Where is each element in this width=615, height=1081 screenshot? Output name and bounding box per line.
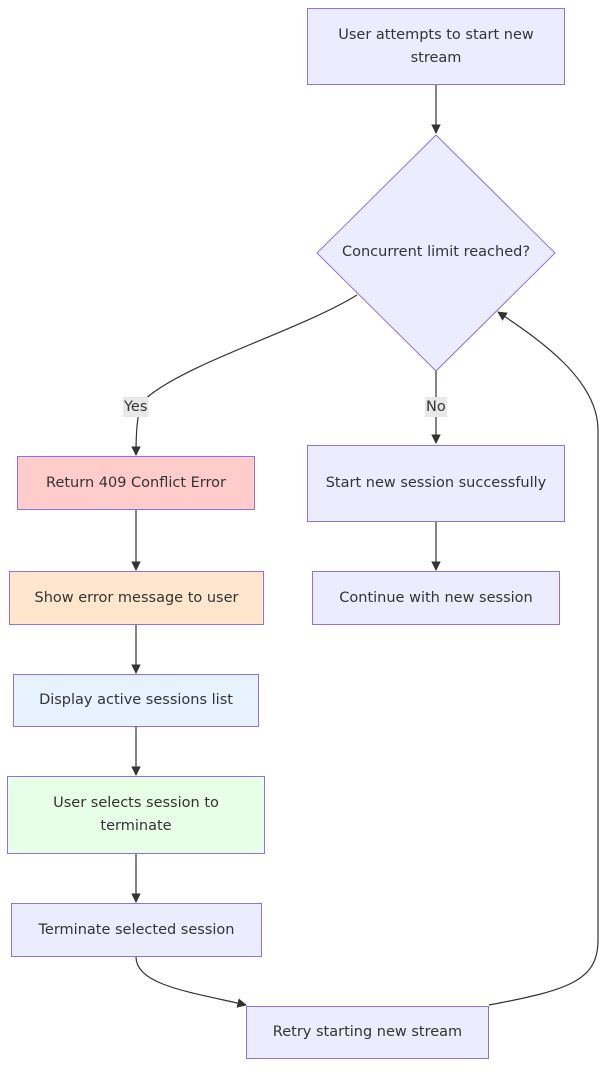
node-start: User attempts to start new stream	[307, 8, 565, 85]
node-continue: Continue with new session	[312, 571, 560, 625]
decision-label: Concurrent limit reached?	[336, 242, 536, 262]
node-show-error-label: Show error message to user	[34, 589, 239, 606]
node-conflict-error: Return 409 Conflict Error	[17, 456, 255, 510]
node-display-sessions-label: Display active sessions list	[39, 692, 233, 708]
node-start-success: Start new session successfully	[307, 445, 565, 522]
node-show-error: Show error message to user	[9, 571, 264, 625]
node-terminate: Terminate selected session	[11, 903, 262, 957]
node-select-session-label: User selects session to terminate	[53, 795, 219, 834]
node-start-success-label: Start new session successfully	[325, 475, 547, 491]
node-retry: Retry starting new stream	[246, 1006, 489, 1059]
node-start-label: User attempts to start new stream	[338, 26, 534, 66]
decision-label-text: Concurrent limit reached?	[341, 244, 531, 260]
node-terminate-label: Terminate selected session	[38, 921, 235, 938]
edge-retry-to-decision	[488, 311, 599, 1006]
node-conflict-error-label: Return 409 Conflict Error	[46, 474, 226, 491]
node-continue-label: Continue with new session	[339, 589, 533, 606]
edge-label-yes: Yes	[123, 397, 149, 417]
edge-decision-to-conflict	[131, 294, 358, 456]
edge-terminate-to-retry	[135, 956, 247, 1008]
node-display-sessions: Display active sessions list	[13, 674, 259, 727]
edge-label-no: No	[425, 397, 447, 417]
node-retry-label: Retry starting new stream	[272, 1024, 463, 1040]
node-select-session: User selects session to terminate	[7, 776, 265, 854]
